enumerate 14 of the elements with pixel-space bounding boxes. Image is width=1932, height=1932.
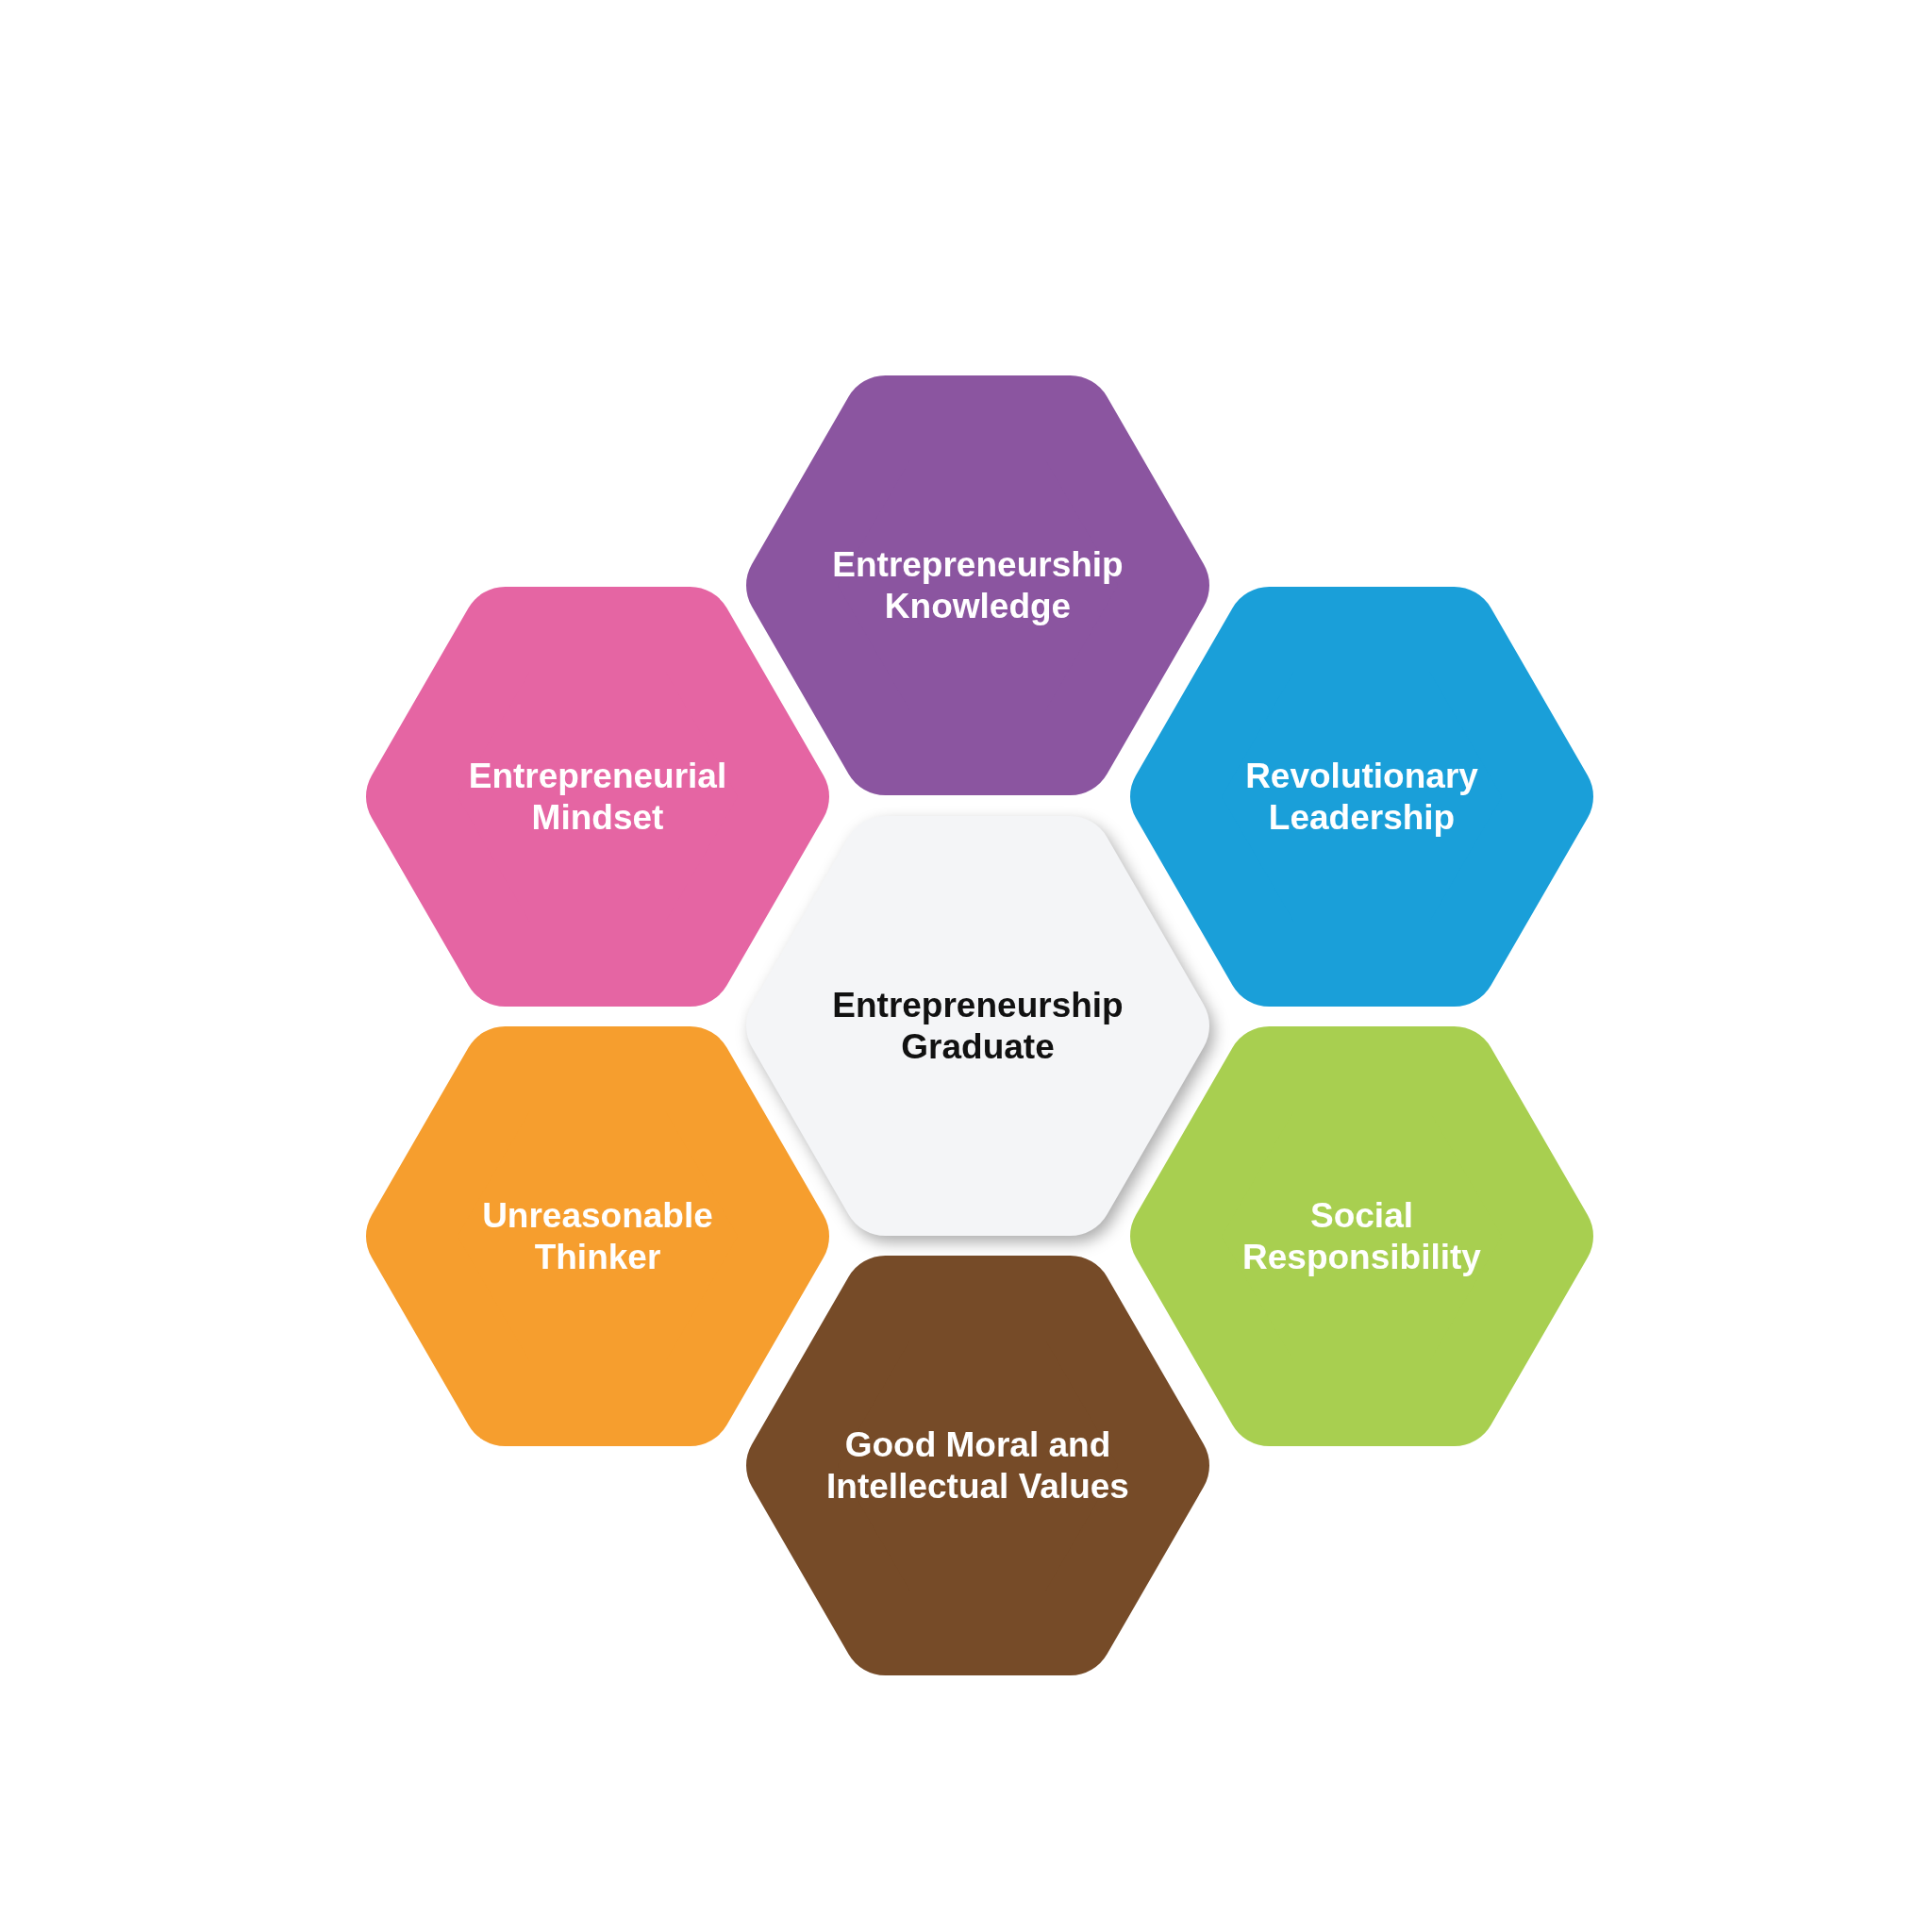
hexagon-tile (366, 587, 829, 1007)
hexagon-tile (746, 816, 1209, 1236)
hexagon-tile (1130, 587, 1593, 1007)
hexagon-tile (746, 375, 1209, 795)
hexagon-tile (746, 1256, 1209, 1675)
hexagon-tile (1130, 1026, 1593, 1446)
hexagon-label: Entrepreneurial Mindset (467, 755, 728, 839)
hexagon-tile (366, 1026, 829, 1446)
hexagon-label: Good Moral and Intellectual Values (825, 1424, 1130, 1507)
hexagon-label: Revolutionary Leadership (1244, 755, 1479, 839)
hexagon-label: Entrepreneurship Graduate (831, 984, 1124, 1068)
hexagon-label: Entrepreneurship Knowledge (831, 543, 1124, 627)
hexagon-label: Unreasonable Thinker (481, 1194, 714, 1278)
hexagon-label: Social Responsibility (1241, 1194, 1482, 1278)
